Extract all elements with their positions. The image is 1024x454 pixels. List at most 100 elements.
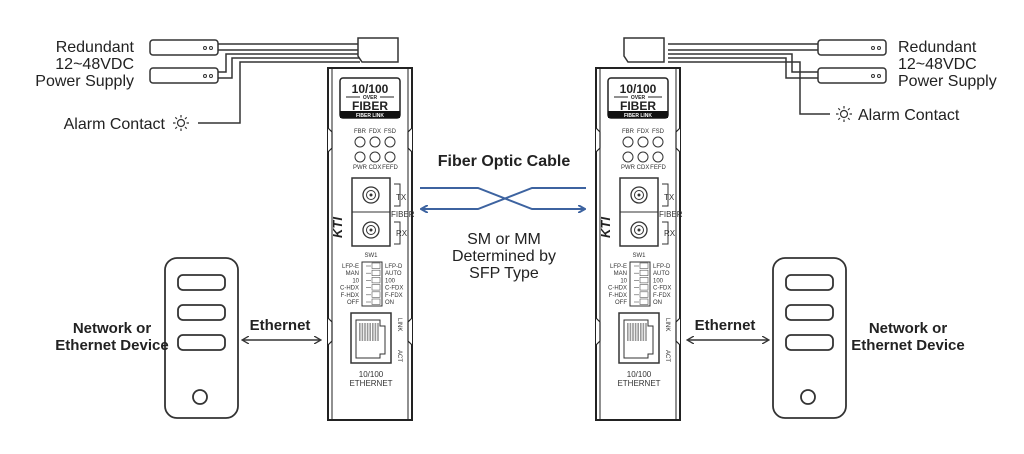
right-network-device [772, 257, 847, 419]
led-label: FDX [637, 129, 649, 135]
fiber-port[interactable] [362, 186, 380, 204]
led-label: FEFD [382, 165, 398, 171]
dip-left-label: C-HDX [340, 286, 359, 292]
led-indicator [622, 136, 634, 148]
fiber-rx-line [422, 187, 586, 209]
dip-switch-toggle[interactable] [639, 291, 649, 298]
led-indicator [652, 151, 664, 163]
rj45-port[interactable] [618, 312, 660, 364]
fiber-label: FIBER [659, 210, 683, 219]
led-label: PWR [621, 165, 636, 171]
led-indicator [652, 136, 664, 148]
dip-switch-toggle[interactable] [639, 284, 649, 291]
din-notch [675, 127, 681, 153]
dip-switch-toggle[interactable] [371, 262, 381, 269]
badge-bar: FIBER LINK [356, 113, 384, 119]
led-indicator [354, 151, 366, 163]
act-label: ACT [396, 350, 402, 362]
badge-top: 10/100 [352, 82, 389, 96]
left-device-label: Ethernet Device [55, 337, 168, 354]
fiber-port[interactable] [630, 186, 648, 204]
rx-label: RX [396, 229, 408, 238]
led-indicator [384, 136, 396, 148]
left-network-device [164, 257, 239, 419]
port-label: 10/100 [359, 370, 384, 379]
dip-right-label: 100 [653, 278, 664, 284]
dip-switch-toggle[interactable] [639, 277, 649, 284]
led-indicator [622, 151, 634, 163]
right-power-wires [668, 43, 830, 115]
dip-switch-toggle[interactable] [639, 269, 649, 277]
led-indicator [637, 151, 649, 163]
dip-switch-toggle[interactable] [639, 298, 649, 305]
fiber-port[interactable] [630, 221, 648, 239]
power-supply-unit [149, 39, 219, 56]
led-indicator [384, 151, 396, 163]
led-indicator [369, 136, 381, 148]
rj45-port[interactable] [350, 312, 392, 364]
dip-switch-toggle[interactable] [371, 291, 381, 298]
din-notch [407, 317, 413, 346]
dip-switch-toggle[interactable] [371, 269, 381, 277]
power-label-line: Power Supply [35, 73, 134, 90]
dip-right-label: ON [385, 300, 394, 306]
din-notch [675, 317, 681, 346]
badge-main: FIBER [620, 99, 656, 113]
led-label: FEFD [650, 165, 666, 171]
dip-switch-toggle[interactable] [371, 284, 381, 291]
power-terminal-connector [623, 37, 665, 63]
dip-left-label: OFF [347, 300, 359, 306]
dip-left-label: F-HDX [609, 293, 627, 299]
left-power-wires [198, 43, 360, 124]
led-indicator [637, 136, 649, 148]
dip-left-label: LFP-E [342, 264, 359, 270]
port-label: ETHERNET [349, 379, 392, 388]
fiber-port[interactable] [362, 221, 380, 239]
fiber-label: FIBER [391, 210, 415, 219]
badge-bar: FIBER LINK [624, 113, 652, 119]
dip-right-label: F-FDX [653, 293, 671, 299]
link-label: LINK [396, 318, 402, 331]
led-label: PWR [353, 165, 368, 171]
power-label-line: 12~48VDC [898, 56, 977, 73]
power-supply-unit [817, 39, 887, 56]
brand-logo: KTI [330, 217, 345, 238]
sun-icon [173, 115, 189, 131]
left-power-supply-label: Redundant 12~48VDC Power Supply [35, 39, 134, 90]
left-power-supply-units [149, 39, 219, 84]
badge-over: OVER [363, 95, 378, 101]
act-label: ACT [664, 350, 670, 362]
left-ethernet-label: Ethernet [250, 317, 311, 334]
power-terminal-connector [357, 37, 399, 63]
dip-left-label: 10 [620, 278, 627, 284]
dip-left-label: MAN [614, 271, 627, 277]
power-label-line: Power Supply [898, 73, 997, 90]
dip-left-label: C-HDX [608, 286, 627, 292]
dip-right-label: 100 [385, 278, 396, 284]
dip-left-label: F-HDX [341, 293, 359, 299]
dip-left-label: 10 [352, 278, 359, 284]
led-label: FSD [384, 129, 397, 135]
power-label-line: Redundant [898, 39, 977, 56]
dip-left-label: MAN [346, 271, 359, 277]
dip-switch-toggle[interactable] [639, 262, 649, 269]
left-alarm-contact-label: Alarm Contact [64, 116, 166, 133]
led-label: FBR [354, 129, 367, 135]
badge-main: FIBER [352, 99, 388, 113]
right-device-label: Network or [869, 320, 948, 337]
din-notch [595, 317, 601, 346]
dip-switch-toggle[interactable] [371, 298, 381, 305]
fiber-optic-cable-label: Fiber Optic Cable [438, 153, 571, 170]
power-label-line: 12~48VDC [55, 56, 134, 73]
dip-switch-toggle[interactable] [371, 277, 381, 284]
fiber-note: SFP Type [469, 265, 539, 282]
port-label: 10/100 [627, 370, 652, 379]
right-alarm-contact-label: Alarm Contact [858, 107, 960, 124]
dip-right-label: LFP-D [653, 264, 671, 270]
dip-left-label: LFP-E [610, 264, 627, 270]
right-device-label: Ethernet Device [851, 337, 964, 354]
dip-right-label: C-FDX [653, 286, 671, 292]
din-notch [327, 317, 333, 346]
